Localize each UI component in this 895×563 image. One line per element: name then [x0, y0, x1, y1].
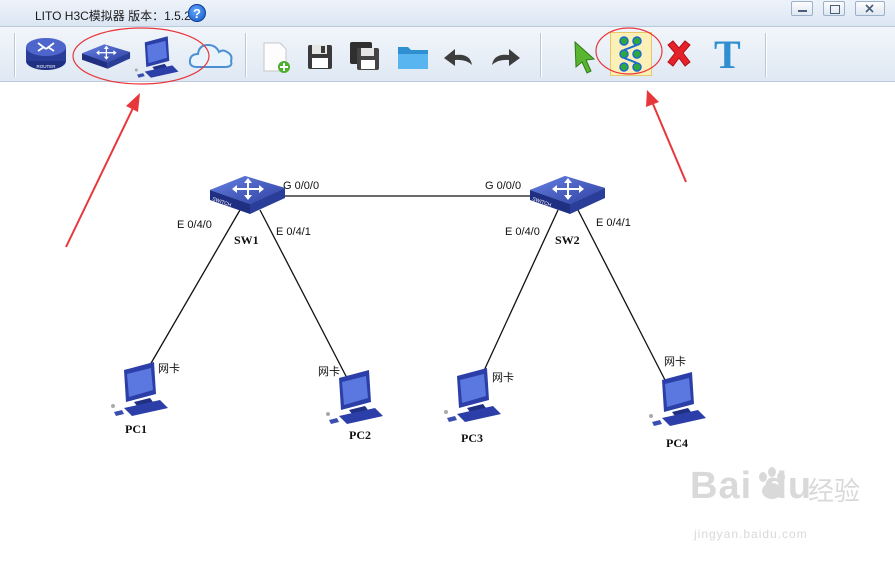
links	[149, 195, 666, 381]
port-label-sw2-e0: E 0/4/0	[505, 226, 540, 238]
watermark-url: jingyan.baidu.com	[694, 527, 808, 541]
undo-button[interactable]	[440, 33, 478, 75]
watermark: Bai du 经验 jingyan.baidu.com	[690, 465, 880, 555]
router-caption: ROUTER	[37, 64, 57, 69]
open-folder-button[interactable]	[393, 33, 433, 75]
delete-button[interactable]	[660, 33, 698, 75]
link-sw1-pc1[interactable]	[149, 209, 241, 366]
switch-sw2[interactable]	[529, 175, 606, 215]
sw2-label: SW2	[555, 233, 580, 247]
paw-icon	[759, 467, 785, 499]
nic-label-pc3: 网卡	[492, 371, 514, 384]
link-sw2-pc4[interactable]	[577, 209, 666, 381]
topology-canvas[interactable]: SWITCH SW1 SWITCH SW2 G 0/0/0 G 0/0/0 E …	[0, 82, 895, 563]
watermark-sub: 经验	[808, 476, 861, 506]
redo-button[interactable]	[486, 33, 524, 75]
pc-pc4[interactable]	[649, 372, 706, 426]
toolbar-separator	[765, 33, 767, 77]
minimize-icon	[798, 10, 807, 12]
maximize-button[interactable]	[823, 1, 845, 16]
link-sw2-pc3[interactable]	[481, 209, 559, 376]
help-icon[interactable]: ?	[188, 4, 206, 22]
pc3-label: PC3	[461, 431, 483, 445]
undo-icon	[444, 49, 472, 66]
save-as-icon	[350, 42, 379, 70]
toolbar-separator	[245, 33, 247, 77]
toolbar-separator	[14, 33, 16, 77]
nic-label-pc1: 网卡	[158, 362, 180, 375]
new-file-button[interactable]	[258, 33, 294, 75]
port-label-sw2-e1: E 0/4/1	[596, 217, 631, 229]
pc4-label: PC4	[666, 436, 688, 450]
save-button[interactable]	[302, 33, 338, 75]
pc2-label: PC2	[349, 428, 371, 442]
window-title: LITO H3C模拟器 版本：1.5.2	[35, 9, 191, 23]
watermark-brand: Bai du	[690, 465, 813, 507]
port-label-sw1-g: G 0/0/0	[283, 180, 319, 192]
annotation-arrow-left	[65, 93, 140, 248]
sw1-label: SW1	[234, 233, 259, 247]
switch-sw1[interactable]	[209, 175, 286, 215]
cloud-button[interactable]	[187, 33, 235, 75]
close-window-button[interactable]	[855, 1, 885, 16]
port-label-sw1-e1: E 0/4/1	[276, 226, 311, 238]
text-icon: T	[714, 32, 741, 77]
cloud-icon	[188, 43, 233, 68]
save-as-button[interactable]	[346, 33, 384, 75]
router-icon: ROUTER	[26, 38, 66, 70]
redo-icon	[492, 49, 520, 66]
save-icon	[308, 45, 332, 69]
highlight-circle	[595, 27, 663, 75]
highlight-circle	[72, 27, 210, 85]
annotation-arrow-right	[646, 90, 687, 183]
connect-tool-button[interactable]	[610, 32, 652, 76]
maximize-icon	[830, 5, 840, 14]
nic-label-pc4: 网卡	[664, 355, 686, 368]
toolbar-separator	[540, 33, 542, 77]
delete-icon	[667, 40, 691, 67]
text-tool-button[interactable]: T	[708, 32, 746, 77]
select-tool-button[interactable]	[566, 33, 602, 75]
title-bar: LITO H3C模拟器 版本：1.5.2 ?	[0, 0, 895, 27]
connect-icon	[619, 36, 642, 72]
minimize-button[interactable]	[791, 1, 813, 16]
pc-pc2[interactable]	[326, 370, 383, 424]
close-icon	[865, 4, 874, 13]
open-folder-icon	[398, 47, 428, 69]
port-label-sw1-e0: E 0/4/0	[177, 219, 212, 231]
link-sw1-pc2[interactable]	[259, 209, 349, 381]
cursor-icon	[574, 40, 596, 74]
pc1-label: PC1	[125, 422, 147, 436]
nic-label-pc2: 网卡	[318, 365, 340, 378]
router-button[interactable]: ROUTER	[24, 33, 66, 75]
toolbar: ROUTER	[0, 27, 895, 85]
new-file-icon	[263, 42, 290, 73]
port-label-sw2-g: G 0/0/0	[485, 180, 521, 192]
